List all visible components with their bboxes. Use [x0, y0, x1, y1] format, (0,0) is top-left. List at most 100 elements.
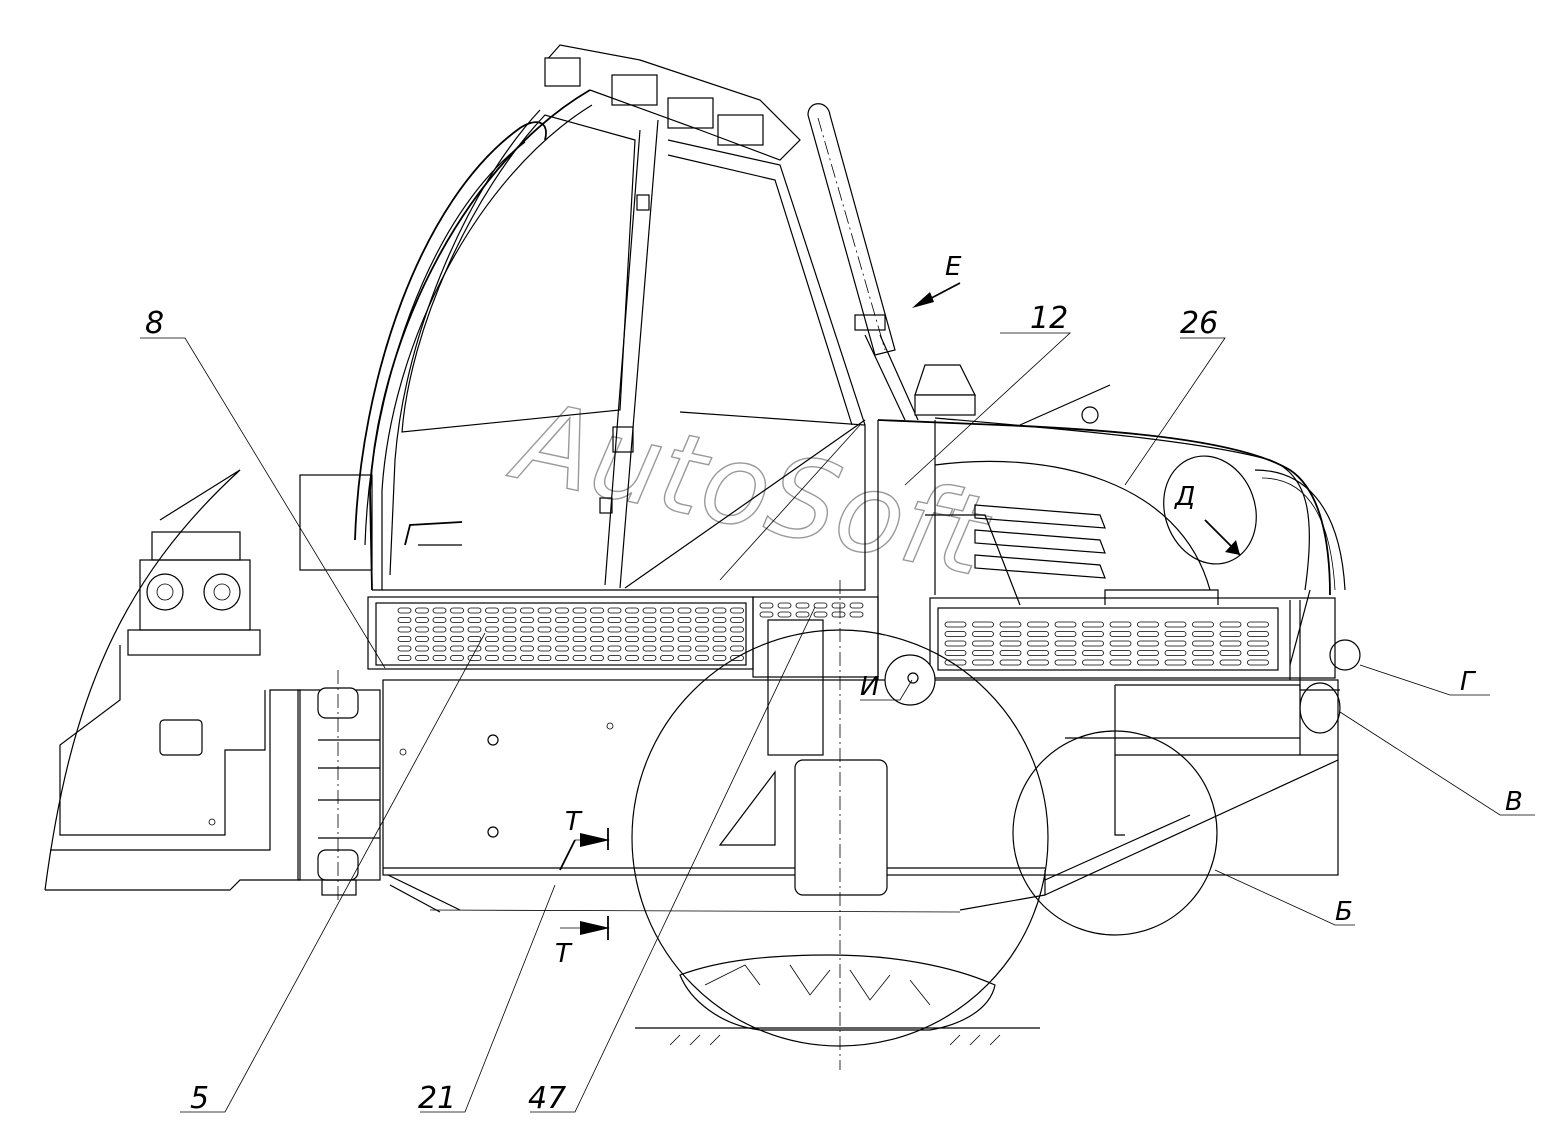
grille-slot: [730, 617, 744, 623]
grille-slot: [777, 611, 792, 618]
grille-slot: [415, 636, 429, 642]
grille-slot: [502, 636, 517, 642]
view-label-b: Б: [1335, 897, 1353, 927]
grille-slot: [642, 607, 657, 614]
grille-slot: [972, 650, 994, 656]
grille-slot: [1054, 650, 1077, 656]
grille-slot: [730, 636, 744, 642]
callout-12: 12: [1030, 301, 1068, 336]
grille-slot: [1164, 631, 1187, 637]
grille-slot: [660, 626, 674, 633]
grille-slot: [467, 645, 482, 652]
grille-slot: [972, 659, 994, 666]
grille-slot: [467, 655, 482, 661]
grille-slot: [625, 645, 639, 652]
grille-slot: [625, 655, 639, 661]
grille-slot: [695, 607, 709, 614]
grille-slot: [432, 626, 447, 633]
grille-slot: [660, 607, 674, 614]
grille-slot: [712, 617, 727, 623]
grille-slot: [1082, 640, 1104, 647]
grille-slot: [813, 611, 828, 618]
grille-slot: [1054, 640, 1077, 647]
grille-slot: [625, 607, 639, 614]
grille-slot: [432, 636, 447, 642]
grille-slot: [397, 655, 412, 661]
grille-slot: [944, 659, 967, 666]
grille-slot: [590, 655, 604, 661]
grille-slot: [1164, 650, 1187, 656]
grille-slot: [1027, 640, 1049, 647]
grille-slot: [1137, 621, 1159, 628]
detail-circle-g: [1329, 639, 1361, 671]
grille-slot: [432, 645, 447, 652]
grille-slot: [999, 659, 1022, 666]
grille-slot: [795, 602, 810, 609]
grille-slot: [450, 636, 464, 642]
grille-slot: [1082, 621, 1104, 628]
grille-slot: [1109, 631, 1132, 637]
wheel: [631, 580, 1049, 1070]
grille-slot: [1192, 650, 1214, 656]
grille-slot: [1082, 659, 1104, 666]
grille-slot: [415, 655, 429, 661]
grille-slot: [944, 650, 967, 656]
callout-26: 26: [1180, 306, 1218, 341]
grille-slot: [1247, 650, 1269, 656]
grille-slot: [1219, 640, 1242, 647]
grille-slot: [1192, 631, 1214, 637]
detail-circle-v: [1299, 682, 1341, 734]
grille-slot: [1082, 631, 1104, 637]
grille-slot: [677, 655, 692, 661]
grille-slot: [972, 631, 994, 637]
grille-slot: [607, 655, 622, 661]
grille-slot: [712, 655, 727, 661]
grille-slot: [759, 602, 774, 609]
grille-slot: [415, 626, 429, 633]
grille-slot: [1054, 631, 1077, 637]
grille-slot: [999, 631, 1022, 637]
callout-8: 8: [145, 306, 164, 341]
grille-slot: [1219, 659, 1242, 666]
grille-slot: [660, 645, 674, 652]
grille-slot: [467, 636, 482, 642]
grille-slot: [1137, 640, 1159, 647]
grille-slot: [520, 645, 534, 652]
callout-21: 21: [418, 1081, 456, 1116]
grille-slot: [695, 626, 709, 633]
grille-slot: [572, 636, 587, 642]
grille-slot: [1027, 659, 1049, 666]
grille-slot: [695, 636, 709, 642]
grille-slot: [642, 617, 657, 623]
view-label-i: И: [860, 672, 879, 702]
grille-slot: [1164, 640, 1187, 647]
grille-slot: [520, 655, 534, 661]
grille-slot: [712, 645, 727, 652]
grille-slot: [432, 655, 447, 661]
grille-slot: [660, 636, 674, 642]
grille-slot: [607, 636, 622, 642]
grille-slot: [397, 636, 412, 642]
grille-slot: [1247, 640, 1269, 647]
grille-slot: [590, 607, 604, 614]
grille-slot: [397, 645, 412, 652]
grille-slot: [467, 626, 482, 633]
grille-slot: [1027, 631, 1049, 637]
grille-slot: [944, 631, 967, 637]
grille-slot: [520, 617, 534, 623]
grille-slot: [397, 626, 412, 633]
grille-slot: [944, 621, 967, 628]
grille-slot: [572, 607, 587, 614]
view-label-e: Е: [945, 252, 962, 282]
grille-slot: [537, 626, 552, 633]
grille-slot: [607, 645, 622, 652]
grille-slot: [1109, 621, 1132, 628]
grille-slot: [502, 607, 517, 614]
grille-slot: [1054, 659, 1077, 666]
grille-slot: [712, 636, 727, 642]
grille-slot: [572, 645, 587, 652]
side-box-right: [929, 589, 1340, 691]
grille-slot: [415, 617, 429, 623]
grille-slot: [432, 607, 447, 614]
